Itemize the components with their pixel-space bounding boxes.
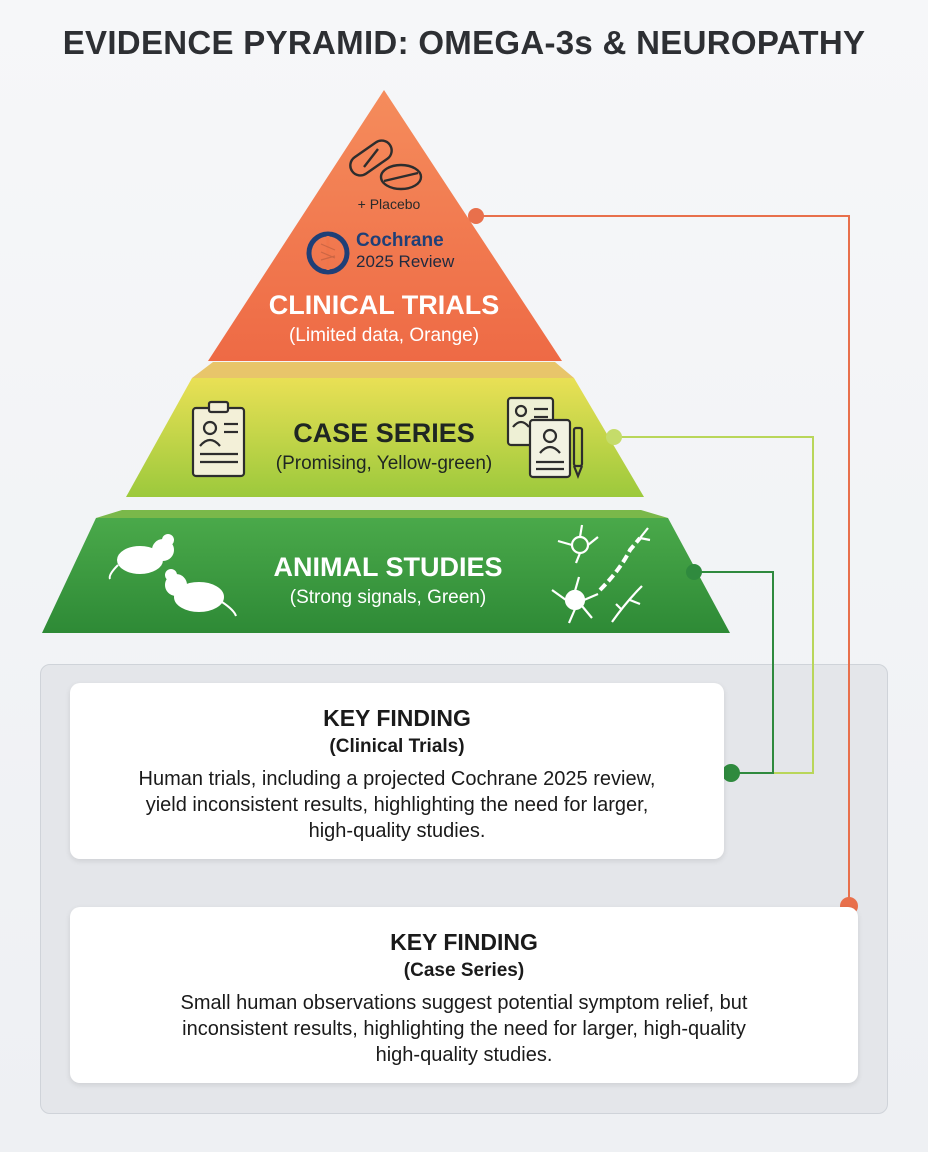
tier-clinical-trials (208, 90, 562, 361)
neuron-icon (551, 524, 651, 624)
clinical-tier-subtitle: (Limited data, Orange) (288, 325, 480, 346)
finding-heading: KEY FINDING (323, 705, 471, 731)
clinical-tier-label: CLINICAL TRIALS (Limited data, Orange) (224, 290, 544, 347)
animal-tier-title: ANIMAL STUDIES (273, 552, 503, 582)
finding-text: Human trials, including a projected Coch… (138, 768, 656, 842)
finding-heading: KEY FINDING (390, 929, 538, 955)
mouse-icon (108, 534, 237, 617)
finding-card-case: KEY FINDING (Case Series) Small human ob… (70, 907, 858, 1083)
case-tier-top-face (192, 362, 574, 378)
placebo-label: + Placebo (357, 196, 421, 212)
finding-subheading: (Clinical Trials) (329, 736, 465, 757)
clinical-tier-triangle (208, 90, 562, 361)
pen-icon (572, 426, 584, 479)
cochrane-review-year: 2025 Review (356, 252, 455, 271)
patient-record-icon (506, 396, 572, 479)
connector-case (606, 429, 814, 774)
animal-tier-label: ANIMAL STUDIES (Strong signals, Green) (238, 552, 538, 609)
finding-subheading: (Case Series) (403, 960, 525, 981)
case-tier-label: CASE SERIES (Promising, Yellow-green) (244, 418, 524, 475)
connector-animal (686, 564, 774, 782)
capsule-icon (349, 139, 393, 177)
cochrane-logo-text: Cochrane 2025 Review (356, 230, 496, 272)
finding-card-clinical: KEY FINDING (Clinical Trials) Human tria… (70, 683, 724, 859)
tablet-icon (379, 163, 423, 191)
cochrane-name: Cochrane (356, 230, 444, 251)
case-tier-title: CASE SERIES (293, 418, 475, 448)
clipboard-icon (191, 400, 246, 478)
clinical-tier-title: CLINICAL TRIALS (268, 290, 500, 320)
finding-text: Small human observations suggest potenti… (180, 992, 748, 1066)
page-title: EVIDENCE PYRAMID: OMEGA-3s & NEUROPATHY (62, 24, 866, 61)
case-tier-subtitle: (Promising, Yellow-green) (275, 453, 493, 474)
animal-tier-top-face (96, 510, 668, 518)
cochrane-logo-icon (306, 231, 350, 275)
animal-tier-subtitle: (Strong signals, Green) (289, 587, 487, 608)
